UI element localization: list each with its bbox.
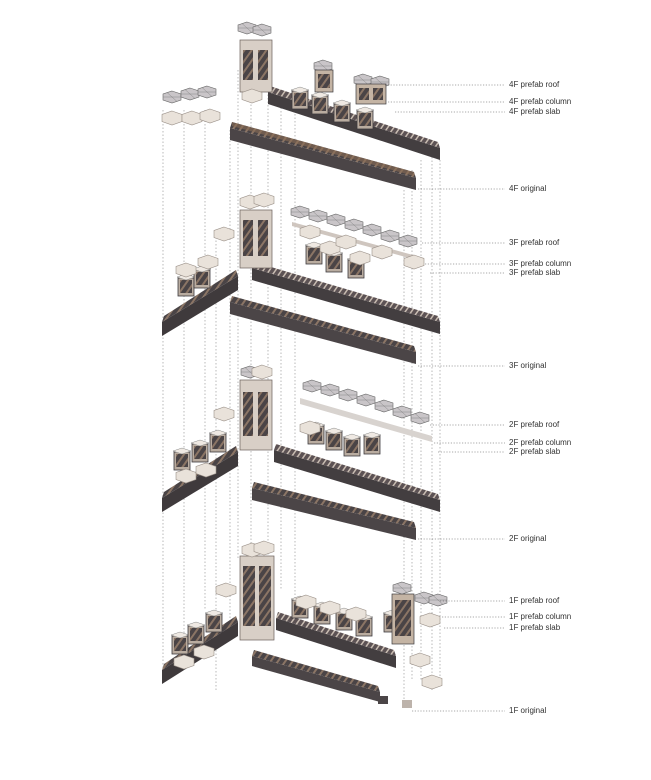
label-2f-original: 2F original bbox=[509, 534, 547, 543]
label-4f-prefab-column: 4F prefab column bbox=[509, 97, 572, 106]
floor-2-group bbox=[162, 364, 440, 540]
floor-1-original-slab bbox=[252, 650, 412, 708]
floor-4-left-hex-cluster bbox=[161, 85, 221, 126]
floor-2-original-slab bbox=[252, 482, 416, 540]
label-4f-prefab-roof: 4F prefab roof bbox=[509, 80, 560, 89]
floor-1-left-wing bbox=[162, 582, 238, 684]
floor-4-prefab-slab bbox=[268, 86, 440, 160]
floor-1-prefab-roof bbox=[391, 581, 448, 690]
floor-4-prefab-roof bbox=[313, 59, 390, 105]
label-2f-prefab-slab: 2F prefab slab bbox=[509, 447, 561, 456]
label-4f-original: 4F original bbox=[509, 184, 547, 193]
floor-2-prefab-slab bbox=[274, 444, 440, 512]
label-3f-prefab-roof: 3F prefab roof bbox=[509, 238, 560, 247]
floor-3-prefab-roof bbox=[290, 205, 425, 270]
label-leader-lines bbox=[385, 84, 505, 712]
label-1f-prefab-slab: 1F prefab slab bbox=[509, 623, 561, 632]
floor-3-group bbox=[162, 192, 440, 364]
floor-1-group bbox=[162, 540, 448, 708]
label-3f-prefab-column: 3F prefab column bbox=[509, 259, 572, 268]
floor-2-prefab-roof bbox=[300, 379, 432, 442]
floor-2-prefab-columns bbox=[299, 420, 382, 457]
label-3f-original: 3F original bbox=[509, 361, 547, 370]
label-1f-original: 1F original bbox=[509, 706, 547, 715]
label-1f-prefab-roof: 1F prefab roof bbox=[509, 596, 560, 605]
label-2f-prefab-column: 2F prefab column bbox=[509, 438, 572, 447]
floor-4-group bbox=[161, 21, 440, 190]
label-1f-prefab-column: 1F prefab column bbox=[509, 612, 572, 621]
floor-3-original-slab bbox=[230, 296, 416, 364]
label-3f-prefab-slab: 3F prefab slab bbox=[509, 268, 561, 277]
floor-2-tower bbox=[239, 364, 273, 451]
floor-3-left-wing bbox=[162, 226, 238, 336]
floor-2-left-wing bbox=[162, 406, 238, 512]
floor-3-prefab-columns bbox=[304, 240, 371, 279]
floor-1-tower bbox=[239, 540, 275, 641]
label-2f-prefab-roof: 2F prefab roof bbox=[509, 420, 560, 429]
floor-3-tower bbox=[239, 192, 275, 269]
label-4f-prefab-slab: 4F prefab slab bbox=[509, 107, 561, 116]
floor-4-original-slab bbox=[230, 122, 416, 190]
floor-1-prefab-slab bbox=[276, 612, 396, 668]
floor-4-tower bbox=[237, 21, 273, 104]
floor-3-prefab-slab bbox=[252, 262, 440, 334]
